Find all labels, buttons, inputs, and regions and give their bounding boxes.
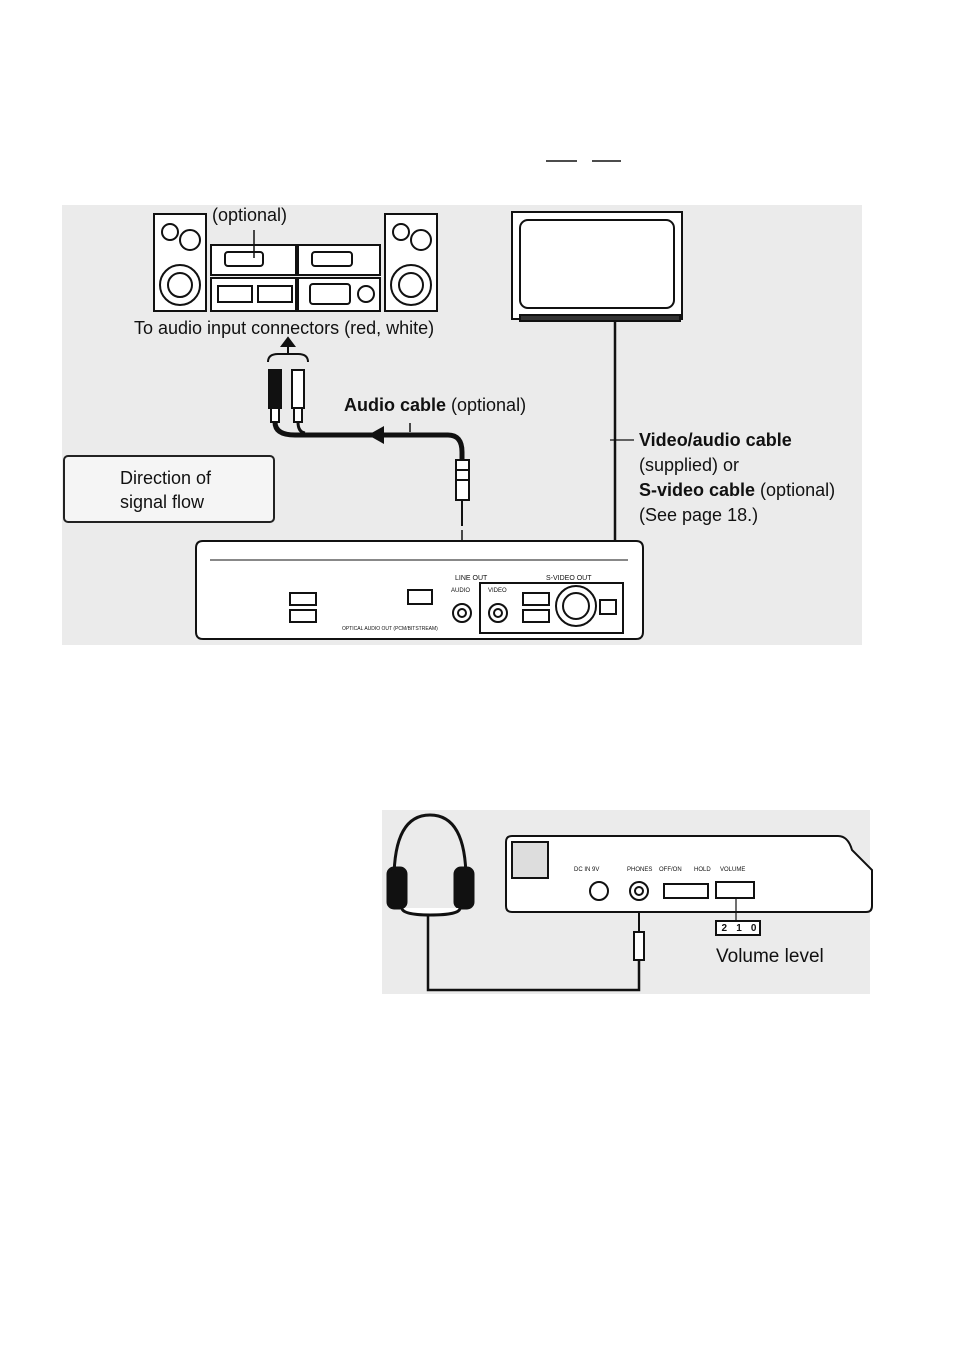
dvd-player-rear-panel xyxy=(196,541,643,639)
stereo-system-icon xyxy=(211,245,380,311)
panel-optical-label: OPTICAL AUDIO OUT (PCM/BITSTREAM) xyxy=(342,626,438,633)
svideo-cable-name: S-video cable xyxy=(639,480,755,500)
hold-switch-label: HOLD xyxy=(694,866,711,874)
audio-input-label: To audio input connectors (red, white) xyxy=(134,316,434,341)
volume-scale-2: 2 xyxy=(722,923,728,934)
legend-line-2: signal flow xyxy=(120,490,211,514)
svideo-cable-note: (optional) xyxy=(755,480,835,500)
legend-line-1: Direction of xyxy=(120,466,211,490)
power-switch-label: OFF/ON xyxy=(659,866,682,874)
volume-switch-label: VOLUME xyxy=(720,866,745,874)
video-cable-supplied: (supplied) or xyxy=(639,453,739,478)
panel-svideo-out-label: S-VIDEO OUT xyxy=(546,574,592,583)
dc-in-label: DC IN 9V xyxy=(574,866,599,874)
headphone-cable xyxy=(428,915,639,990)
audio-cable-label: Audio cable (optional) xyxy=(344,393,526,418)
rca-plugs-icon xyxy=(269,370,304,422)
television-icon xyxy=(512,212,682,321)
audio-cable xyxy=(275,422,462,470)
svideo-cable-label: S-video cable (optional) xyxy=(639,478,835,503)
mini-plug-icon xyxy=(456,460,469,526)
headphones-icon xyxy=(388,815,473,915)
phones-label: PHONES xyxy=(627,866,652,874)
headphone-plug-icon xyxy=(634,908,644,960)
left-speaker-icon xyxy=(154,214,206,311)
video-cable-label: Video/audio cable xyxy=(639,428,792,453)
audio-cable-note: (optional) xyxy=(446,395,526,415)
stereo-optional-label: (optional) xyxy=(212,203,287,228)
see-page-reference: (See page 18.) xyxy=(639,503,758,528)
panel-video-label: VIDEO xyxy=(488,587,507,595)
volume-scale-0: 0 xyxy=(751,923,757,934)
panel-line-out-label: LINE OUT xyxy=(455,574,487,583)
signal-arrow-icon xyxy=(368,426,384,444)
dvd-player-side-view xyxy=(506,836,872,935)
volume-level-label: Volume level xyxy=(716,944,824,969)
panel-audio-label: AUDIO xyxy=(451,587,470,595)
video-cable-name: Video/audio cable xyxy=(639,430,792,450)
right-speaker-icon xyxy=(385,214,437,311)
up-arrow-icon xyxy=(268,338,308,362)
volume-scale-1: 1 xyxy=(736,923,742,934)
volume-scale: 2 1 0 xyxy=(717,921,761,935)
audio-cable-name: Audio cable xyxy=(344,395,446,415)
signal-flow-legend: Direction of signal flow xyxy=(63,455,275,523)
legend-text: Direction of signal flow xyxy=(120,466,211,514)
